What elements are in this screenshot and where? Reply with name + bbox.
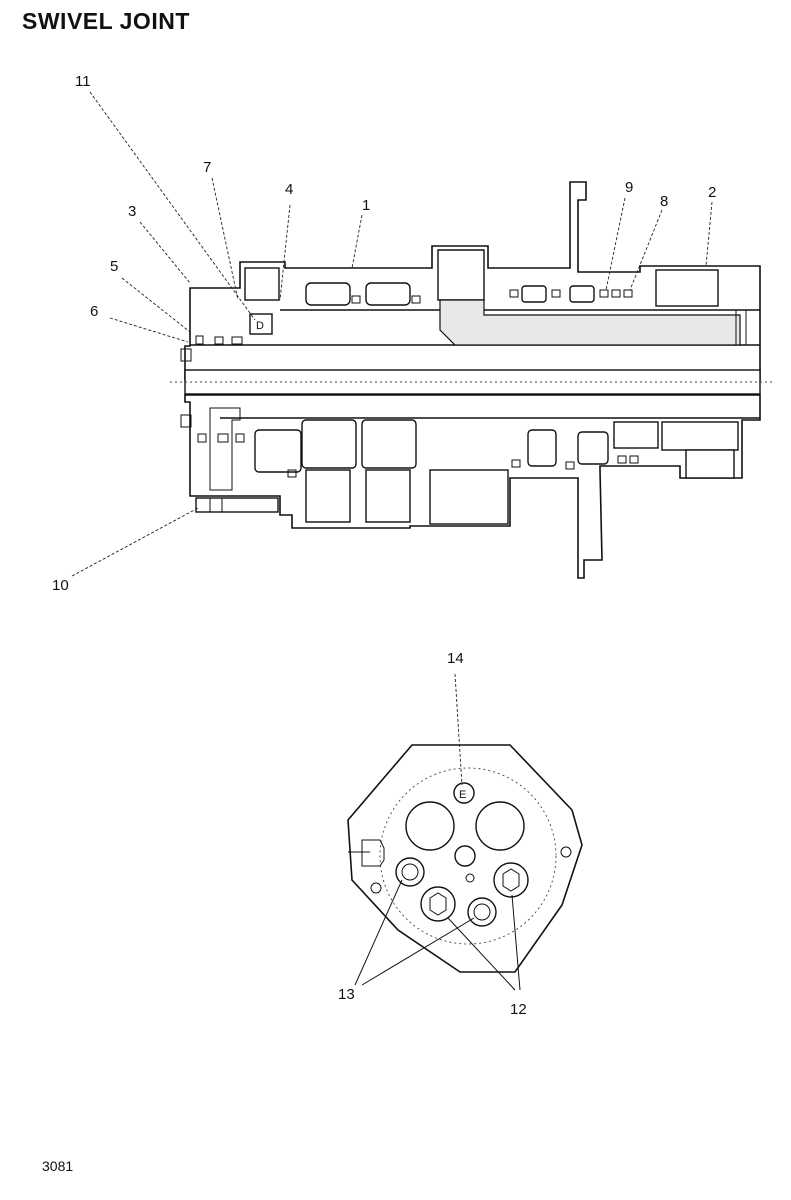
end-port-center	[454, 845, 476, 867]
cover-bolt	[195, 497, 279, 513]
port-d-marker: D	[256, 320, 264, 332]
upper-seal-grooves	[305, 282, 633, 306]
bolt-circle	[379, 767, 557, 945]
callout-12: 12	[510, 1001, 527, 1018]
upper-port-block	[437, 249, 485, 301]
end-view: E	[347, 744, 583, 973]
callout-6: 6	[90, 303, 98, 320]
right-cap-top	[655, 269, 719, 307]
end-plug-13a	[395, 857, 425, 887]
leader-lines	[71, 91, 713, 991]
callout-labels: 11 7 4 1 3 5 6 9 8 2 10 14 13 12	[52, 73, 716, 1018]
callout-7: 7	[203, 159, 211, 176]
callout-3: 3	[128, 203, 136, 220]
end-flange-outline	[347, 744, 583, 973]
callout-10: 10	[52, 577, 69, 594]
callout-2: 2	[708, 184, 716, 201]
end-side-port	[348, 839, 385, 867]
callout-9: 9	[625, 179, 633, 196]
upper-passage	[439, 299, 741, 346]
end-plug-14	[453, 782, 475, 804]
end-port-large-right	[475, 801, 525, 851]
end-plug-13b	[467, 897, 497, 927]
callout-11: 11	[75, 73, 91, 90]
end-port-large-left	[405, 801, 455, 851]
callout-8: 8	[660, 193, 668, 210]
callout-4: 4	[285, 181, 293, 198]
page-title: SWIVEL JOINT	[22, 8, 190, 34]
callout-14: 14	[447, 650, 464, 667]
side-section-view: D	[170, 181, 772, 579]
end-plug-marker: E	[459, 789, 466, 801]
callout-13: 13	[338, 986, 355, 1003]
end-plug-12a	[420, 886, 456, 922]
left-cover-top-port	[244, 267, 280, 301]
lower-inner-parts	[180, 407, 739, 525]
port-d-plug	[249, 313, 273, 335]
page-code: 3081	[42, 1158, 74, 1174]
callout-5: 5	[110, 258, 118, 275]
end-plug-12b	[493, 862, 529, 898]
callout-1: 1	[362, 197, 370, 214]
